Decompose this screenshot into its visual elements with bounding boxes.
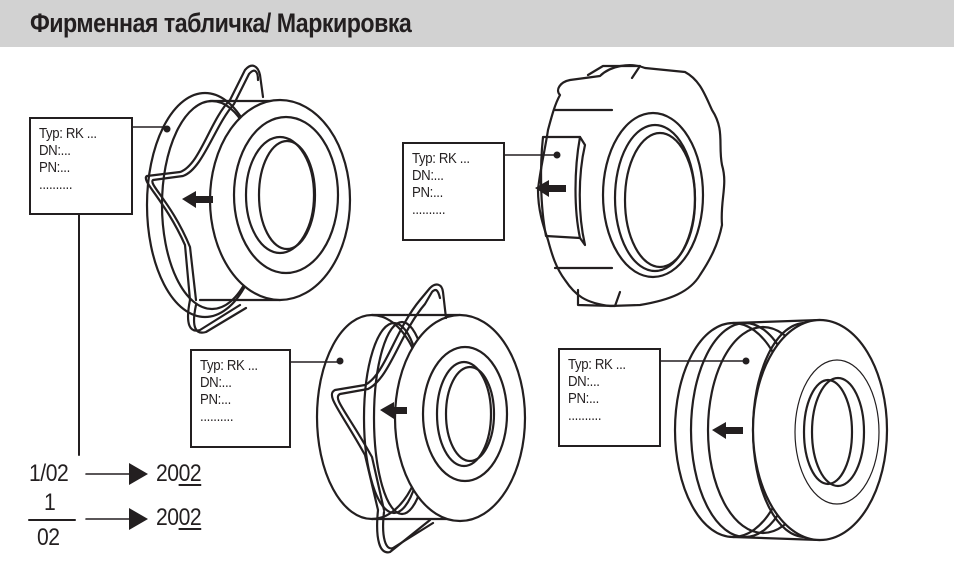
- nameplate-extra: ..........: [39, 176, 73, 193]
- valve-3-icon: [315, 283, 527, 554]
- nameplate-type: Typ: RK ...: [412, 150, 470, 167]
- nameplate-type: Typ: RK ...: [200, 357, 258, 374]
- year-prefix: 20: [156, 460, 179, 487]
- valve-4-icon: [673, 318, 889, 542]
- nameplate-pn: PN:...: [568, 390, 599, 407]
- date-arrow-2-icon: [85, 508, 148, 530]
- date-code-numerator: 1: [44, 489, 56, 516]
- nameplate-extra: ..........: [200, 408, 234, 425]
- nameplate-pn: PN:...: [200, 391, 231, 408]
- nameplate-2: Typ: RK ... DN:... PN:... ..........: [402, 142, 505, 241]
- year-result-1: 2002: [156, 460, 202, 488]
- year-suffix: 02: [178, 504, 202, 531]
- nameplate-1: Typ: RK ... DN:... PN:... ..........: [29, 117, 133, 215]
- nameplate-extra: ..........: [412, 201, 446, 218]
- year-prefix: 20: [156, 504, 179, 531]
- valve-2-icon: [535, 64, 726, 308]
- nameplate-dn: DN:...: [412, 167, 444, 184]
- nameplate-dn: DN:...: [39, 142, 71, 159]
- date-code-denominator: 02: [37, 524, 60, 551]
- nameplate-type: Typ: RK ...: [39, 125, 97, 142]
- valve-1-icon: [144, 64, 352, 334]
- section-header: Фирменная табличка/ Маркировка: [0, 0, 954, 47]
- date-code-slash: 1/02: [29, 460, 69, 487]
- page-title: Фирменная табличка/ Маркировка: [30, 8, 412, 38]
- year-suffix: 02: [178, 460, 202, 487]
- nameplate-dn: DN:...: [568, 373, 600, 390]
- date-arrow-1-icon: [85, 463, 148, 485]
- year-result-2: 2002: [156, 504, 202, 532]
- nameplate-4: Typ: RK ... DN:... PN:... ..........: [558, 348, 661, 447]
- nameplate-type: Typ: RK ...: [568, 356, 626, 373]
- nameplate-pn: PN:...: [39, 159, 70, 176]
- nameplate-pn: PN:...: [412, 184, 443, 201]
- nameplate-extra: ..........: [568, 407, 602, 424]
- nameplate-dn: DN:...: [200, 374, 232, 391]
- nameplate-3: Typ: RK ... DN:... PN:... ..........: [190, 349, 291, 448]
